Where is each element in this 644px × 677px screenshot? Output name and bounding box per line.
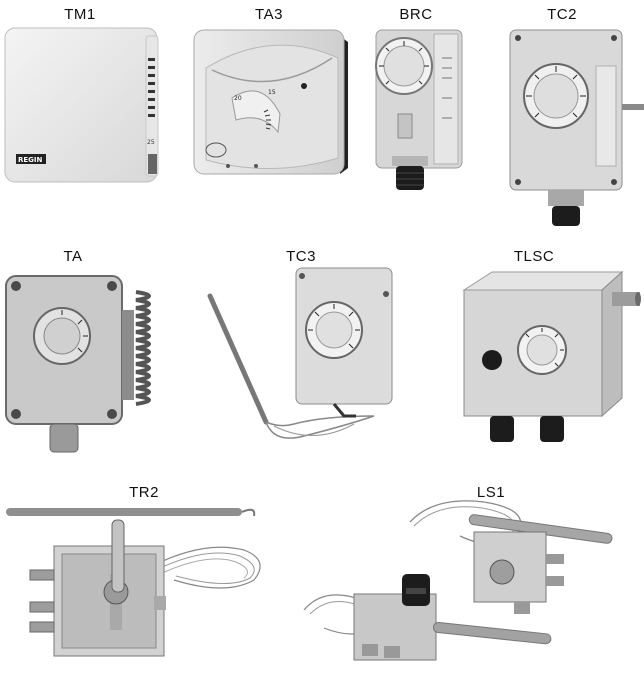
tm1-thermostat-photo: 25 REGIN [4, 27, 159, 183]
tlsc-thermostat-photo [462, 270, 641, 442]
label-ta3: TA3 [255, 6, 283, 23]
ls1-thermostat-photo [303, 500, 613, 661]
label-tlsc: TLSC [513, 248, 555, 265]
label-tc3: TC3 [286, 248, 316, 265]
ta3-scale-marking-20: 20 [234, 95, 242, 102]
label-tm1: TM1 [64, 6, 96, 23]
tr2-thermostat-photo [6, 508, 261, 657]
label-tc2: TC2 [547, 6, 577, 23]
label-ls1: LS1 [476, 484, 506, 501]
tc3-thermostat-photo [207, 267, 393, 439]
tm1-brand-logo: REGIN [18, 156, 43, 164]
label-ta: TA [63, 248, 83, 265]
ta-thermostat-photo [5, 275, 151, 453]
brc-thermostat-photo [375, 29, 463, 190]
tc2-thermostat-photo [509, 29, 644, 226]
ta3-scale-marking-15: 15 [268, 89, 276, 96]
label-tr2: TR2 [129, 484, 159, 501]
label-brc: BRC [399, 6, 433, 23]
tm1-scale-marking: 25 [147, 139, 155, 146]
ta3-thermostat-photo: 20 15 [193, 29, 348, 175]
